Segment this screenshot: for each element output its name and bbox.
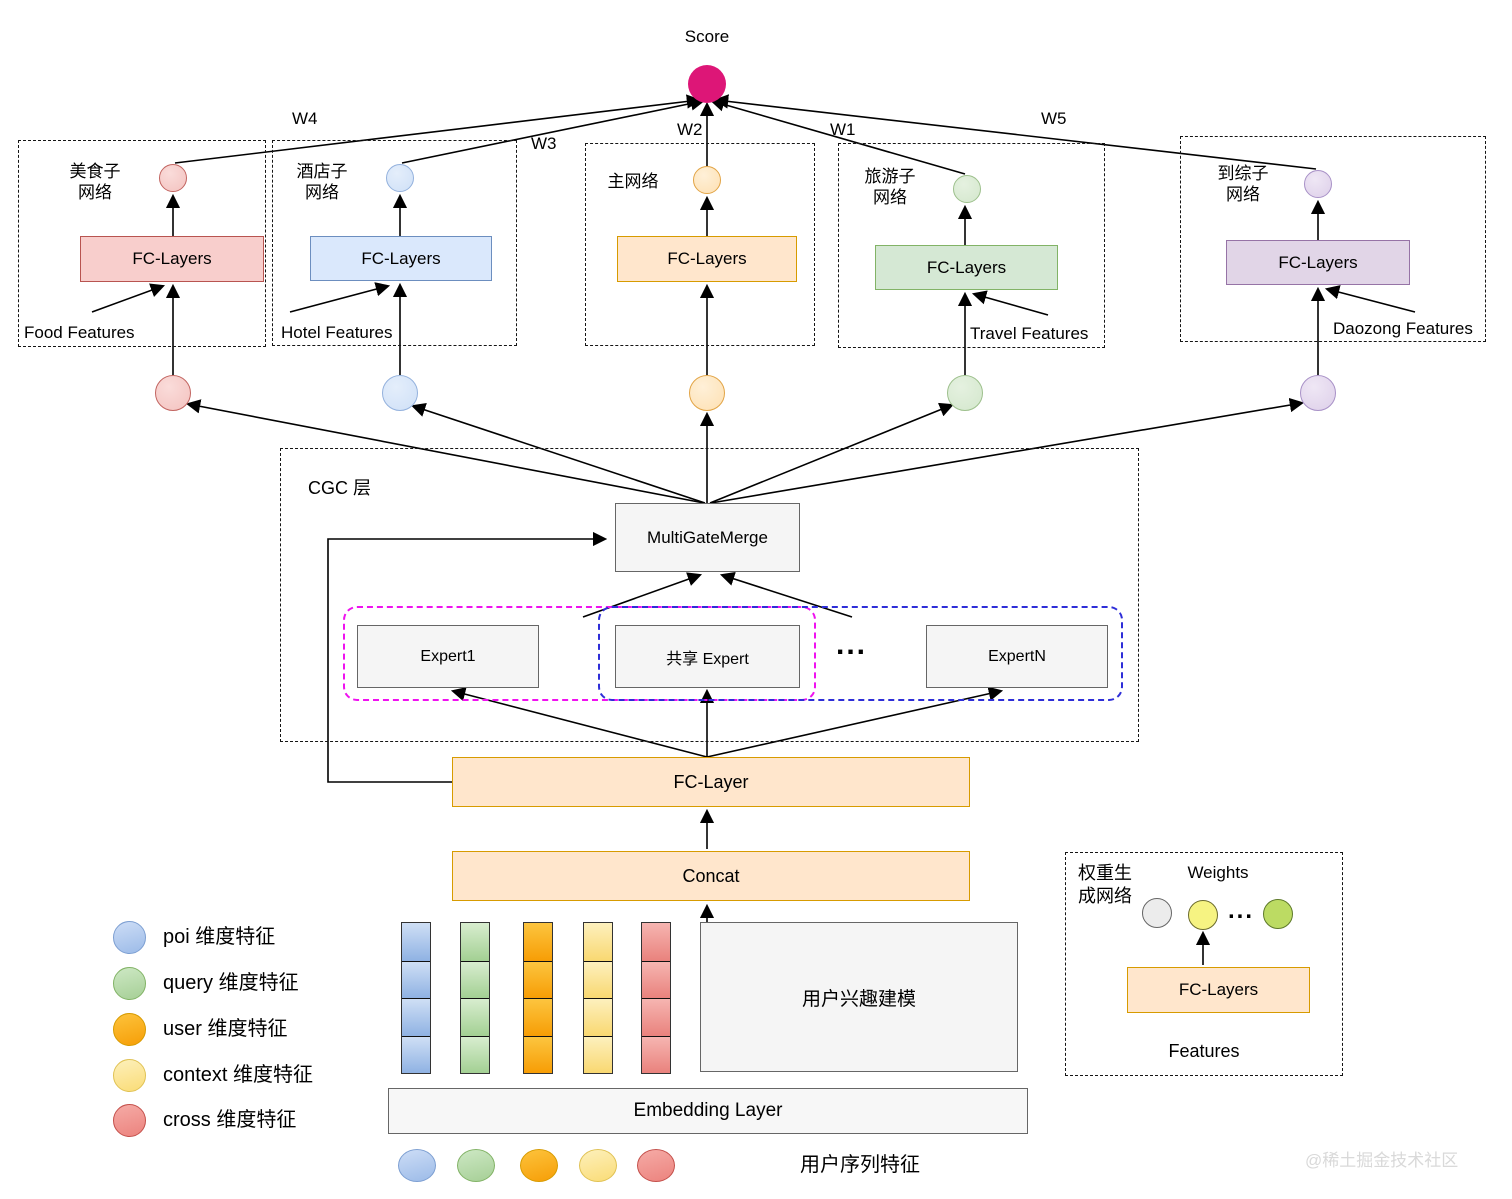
food-subnet-box <box>18 140 266 347</box>
weights-ellipsis: ... <box>1228 897 1255 924</box>
main-subnet-box <box>585 143 815 346</box>
embedding-layer-bar: Embedding Layer <box>388 1088 1028 1134</box>
weight-node-green <box>1263 899 1293 929</box>
legend-user-icon <box>113 1013 146 1046</box>
shared-expert-box: 共享 Expert <box>615 625 800 688</box>
food-gate-node <box>155 375 191 411</box>
legend-query-label: query 维度特征 <box>163 972 299 994</box>
main-subnet-title: 主网络 <box>607 172 659 191</box>
weight-gen-title: 权重生 成网络 <box>1078 863 1132 906</box>
poi-embedding-column <box>401 922 431 1074</box>
experts-ellipsis: ... <box>836 628 868 661</box>
multi-gate-merge-box: MultiGateMerge <box>615 503 800 572</box>
weight-gen-box <box>1065 852 1343 1076</box>
travel-output-node <box>953 175 981 203</box>
legend-poi-label: poi 维度特征 <box>163 926 276 948</box>
weight-node-yellow <box>1188 900 1218 930</box>
weight-w2: W2 <box>677 120 703 139</box>
expert1-box: Expert1 <box>357 625 539 688</box>
legend-context-icon <box>113 1059 146 1092</box>
travel-subnet-title: 旅游子 网络 <box>864 167 916 208</box>
food-fc-layers: FC-Layers <box>80 236 264 282</box>
hotel-features-label: Hotel Features <box>281 323 393 342</box>
score-node <box>688 65 726 103</box>
weight-w4: W4 <box>292 109 318 128</box>
weight-w5: W5 <box>1041 109 1067 128</box>
legend-context-label: context 维度特征 <box>163 1064 314 1086</box>
legend-query-icon <box>113 967 146 1000</box>
query-embedding-column <box>460 922 490 1074</box>
weight-node-gray <box>1142 898 1172 928</box>
poi-sequence-node <box>398 1149 436 1182</box>
hotel-output-node <box>386 164 414 192</box>
weight-gen-fc-layers: FC-Layers <box>1127 967 1310 1013</box>
daozong-subnet-title: 到综子 网络 <box>1217 164 1269 205</box>
shared-expert-group-box <box>598 606 1123 701</box>
task-expert-group-box <box>343 606 816 701</box>
cgc-layer-label: CGC 层 <box>308 478 371 498</box>
food-subnet-title: 美食子 网络 <box>69 162 121 203</box>
main-gate-node <box>689 375 725 411</box>
travel-features-label: Travel Features <box>970 324 1089 343</box>
user-interest-modeling-box: 用户兴趣建模 <box>700 922 1018 1072</box>
user-embedding-column <box>523 922 553 1074</box>
main-output-node <box>693 166 721 194</box>
user-sequence-label: 用户序列特征 <box>800 1154 920 1176</box>
weight-w3: W3 <box>531 134 557 153</box>
legend-cross-icon <box>113 1104 146 1137</box>
context-sequence-node <box>579 1149 617 1182</box>
hotel-fc-layers: FC-Layers <box>310 236 492 281</box>
daozong-output-node <box>1304 170 1332 198</box>
weight-gen-features-label: Features <box>1168 1041 1240 1061</box>
query-sequence-node <box>457 1149 495 1182</box>
cgc-layer-box <box>280 448 1139 742</box>
concat-bar: Concat <box>452 851 970 901</box>
travel-subnet-box <box>838 143 1105 348</box>
watermark: @稀土掘金技术社区 <box>1305 1151 1459 1170</box>
hotel-subnet-title: 酒店子 网络 <box>296 162 348 203</box>
daozong-gate-node <box>1300 375 1336 411</box>
daozong-features-label: Daozong Features <box>1333 319 1473 338</box>
food-output-node <box>159 164 187 192</box>
hotel-subnet-box <box>272 140 517 346</box>
legend-poi-icon <box>113 921 146 954</box>
fc-layer-bar: FC-Layer <box>452 757 970 807</box>
expertN-box: ExpertN <box>926 625 1108 688</box>
user-sequence-node <box>520 1149 558 1182</box>
weight-w1: W1 <box>830 120 856 139</box>
daozong-subnet-box <box>1180 136 1486 342</box>
main-fc-layers: FC-Layers <box>617 236 797 282</box>
travel-gate-node <box>947 375 983 411</box>
daozong-fc-layers: FC-Layers <box>1226 240 1410 285</box>
legend-cross-label: cross 维度特征 <box>163 1109 297 1131</box>
food-features-label: Food Features <box>24 323 135 342</box>
weights-label: Weights <box>1187 863 1249 882</box>
cross-embedding-column <box>641 922 671 1074</box>
context-embedding-column <box>583 922 613 1074</box>
cross-sequence-node <box>637 1149 675 1182</box>
legend-user-label: user 维度特征 <box>163 1018 288 1040</box>
hotel-gate-node <box>382 375 418 411</box>
score-label: Score <box>684 27 730 46</box>
travel-fc-layers: FC-Layers <box>875 245 1058 290</box>
